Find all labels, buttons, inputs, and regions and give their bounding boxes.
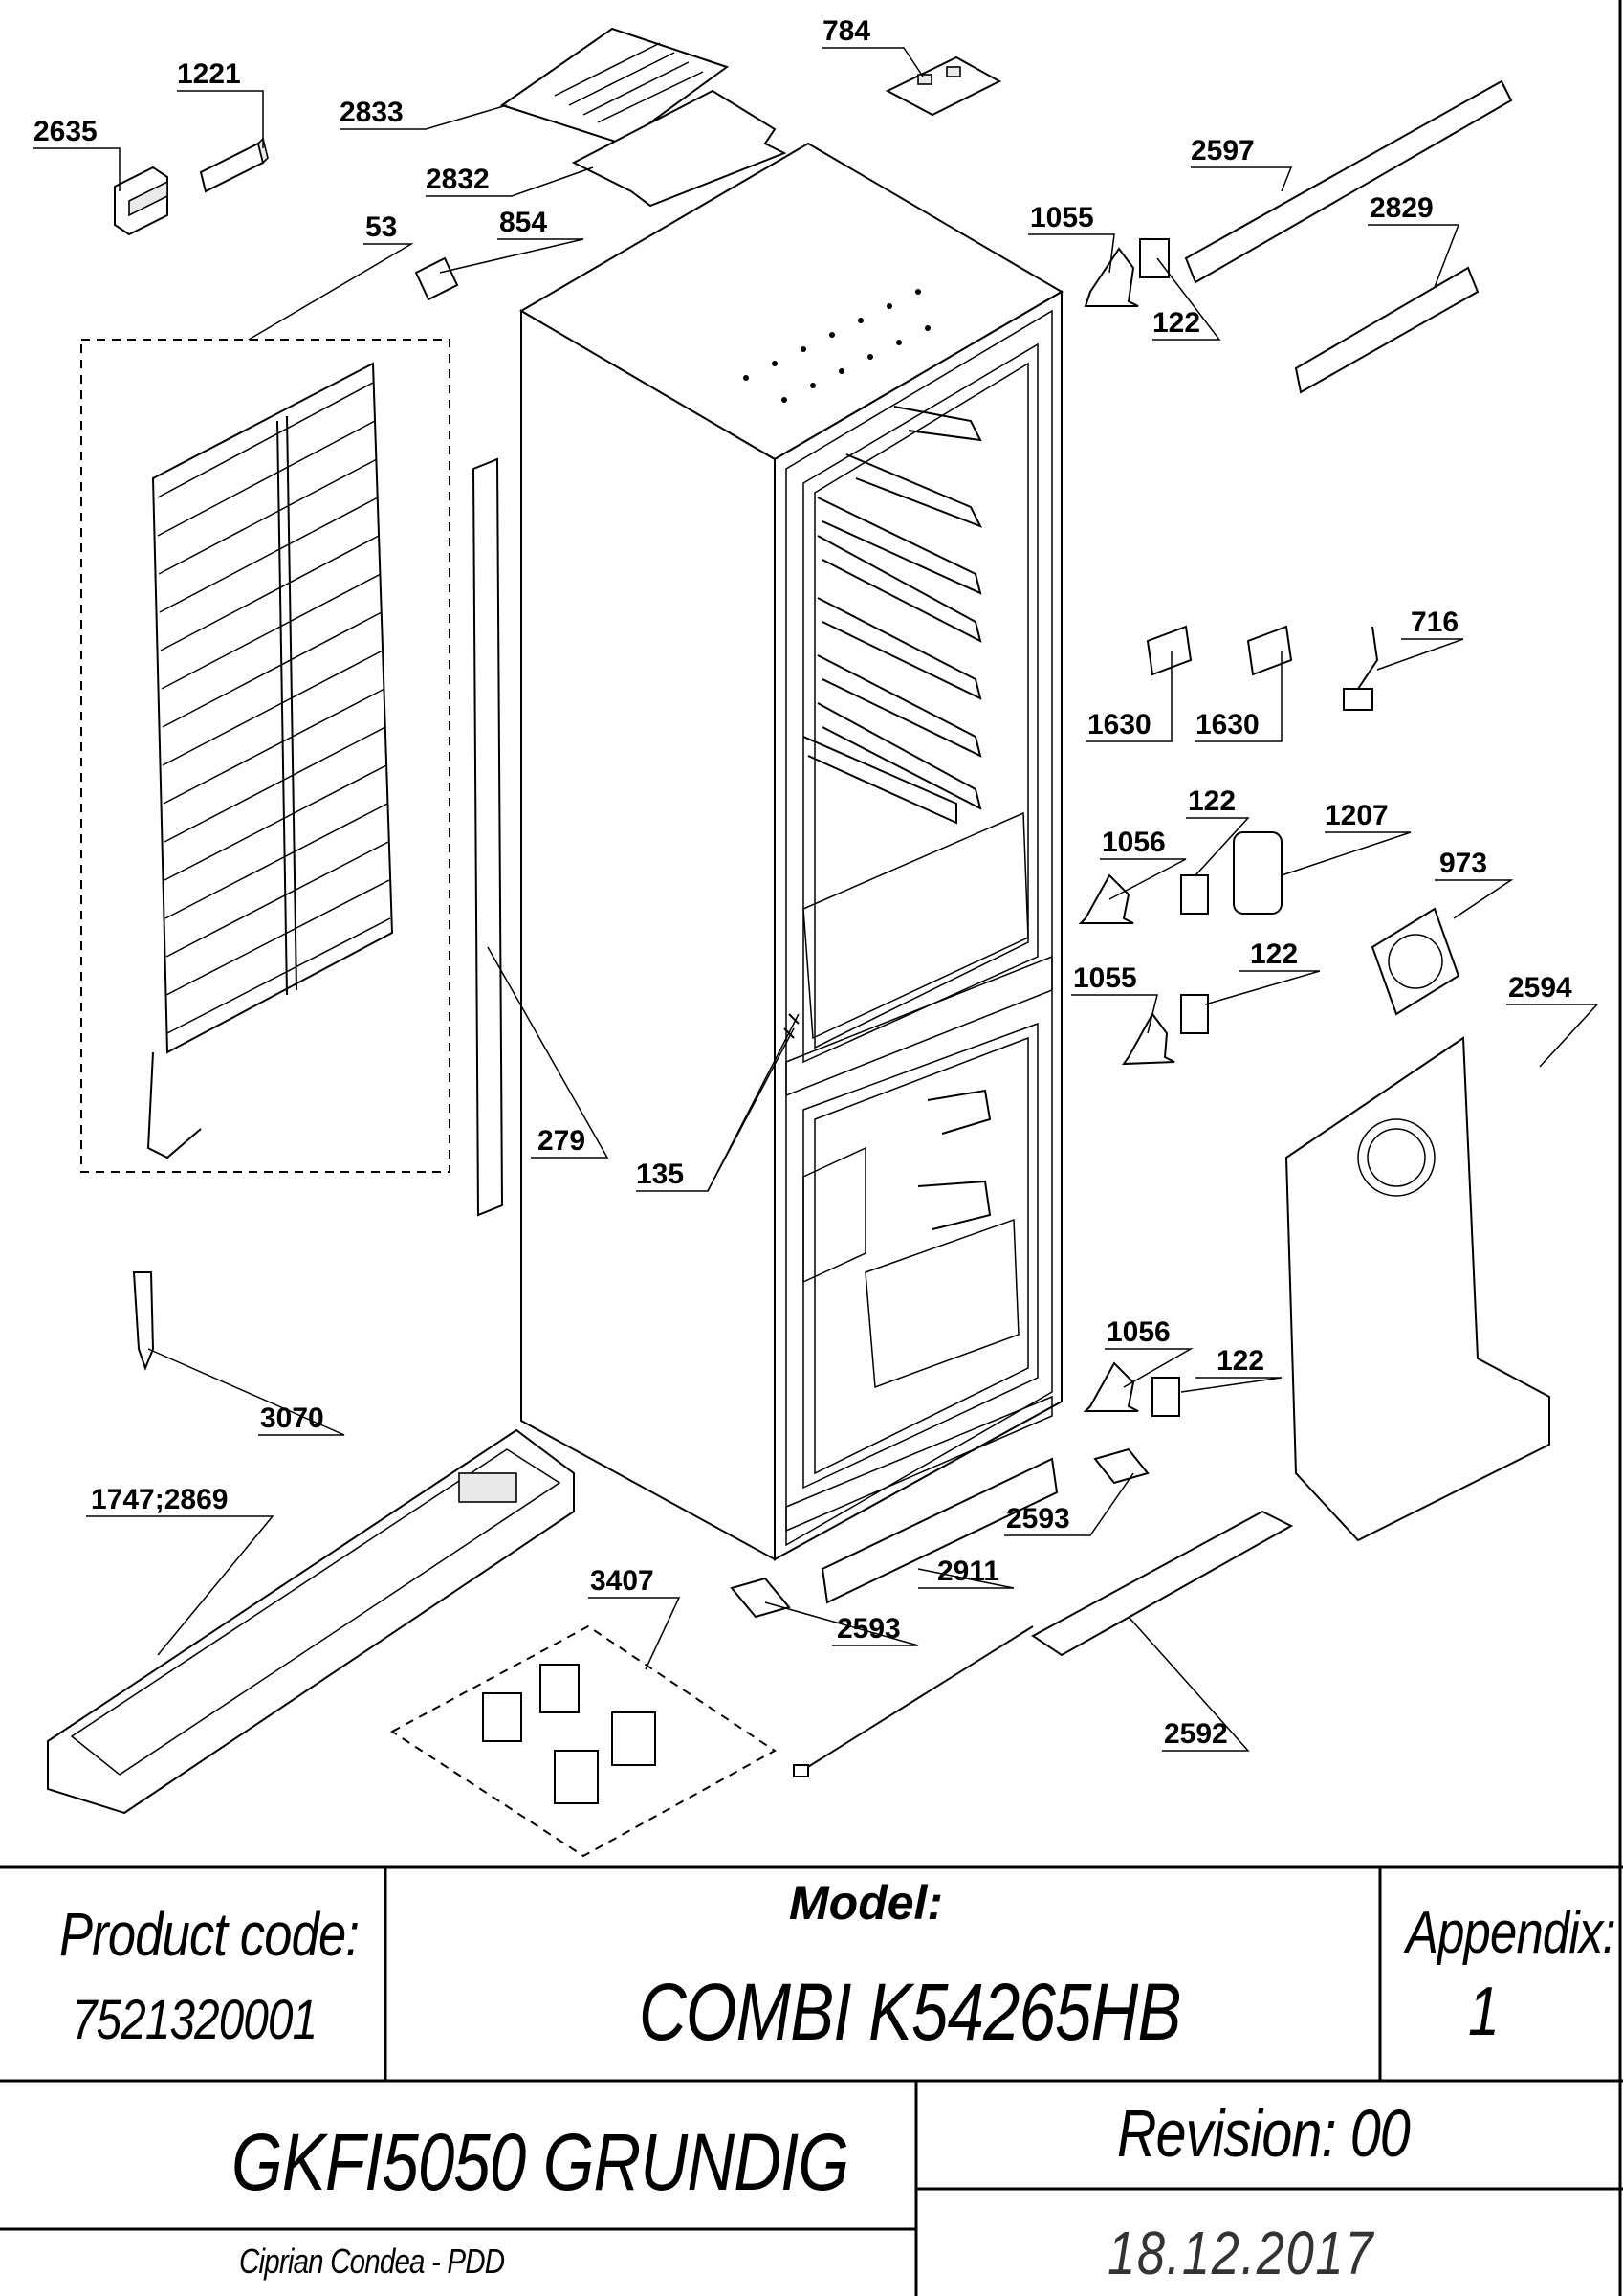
part-2592-heater bbox=[793, 1510, 1294, 1777]
callout-2832: 2832 bbox=[426, 164, 490, 195]
callout-122-bottom: 122 bbox=[1217, 1345, 1264, 1377]
appendix-value: 1 bbox=[1468, 1974, 1500, 2050]
part-2911-grille bbox=[821, 1457, 1059, 1604]
callout-1630-b: 1630 bbox=[1195, 709, 1260, 740]
part-2832-insulation-plate bbox=[571, 89, 787, 208]
model-label: Model: bbox=[789, 1876, 944, 1930]
callout-2829: 2829 bbox=[1370, 192, 1434, 224]
part-1630-module-a bbox=[1146, 625, 1193, 676]
part-3070-filter-drier bbox=[132, 1271, 155, 1371]
callout-3070: 3070 bbox=[260, 1402, 324, 1434]
callout-2635: 2635 bbox=[33, 116, 98, 147]
revision-date: 18.12.2017 bbox=[1108, 2219, 1375, 2287]
callout-2592: 2592 bbox=[1164, 1718, 1228, 1750]
part-784-control-board bbox=[885, 55, 1002, 117]
cabinet-top-holes bbox=[743, 289, 931, 403]
callout-2833: 2833 bbox=[340, 97, 404, 128]
product-code-value: 7521320001 bbox=[72, 1989, 318, 2051]
part-122-cover-middle-b bbox=[1180, 994, 1209, 1034]
leader-lines bbox=[33, 47, 1599, 1752]
callout-1056-bottom: 1056 bbox=[1107, 1316, 1171, 1348]
part-3407-feet-set bbox=[390, 1624, 777, 1858]
callout-122-middle-b: 122 bbox=[1250, 938, 1298, 970]
callout-135: 135 bbox=[636, 1159, 684, 1190]
callout-2593-right: 2593 bbox=[1006, 1503, 1070, 1534]
part-1056-hinge-middle bbox=[1078, 873, 1134, 924]
part-122-cover-middle-a bbox=[1180, 874, 1209, 915]
part-279-strip bbox=[472, 457, 504, 1217]
callout-1630-a: 1630 bbox=[1087, 709, 1151, 740]
callout-122-middle-a: 122 bbox=[1188, 785, 1236, 817]
exploded-parts-diagram: 784 1221 2833 2635 2832 53 854 2597 1055… bbox=[33, 15, 1599, 1858]
part-2593-support-left bbox=[730, 1577, 791, 1619]
revision: Revision: 00 bbox=[1117, 2096, 1411, 2171]
callout-1221: 1221 bbox=[177, 58, 241, 90]
part-2833-cover-plate bbox=[499, 27, 730, 145]
part-2635-bracket bbox=[114, 166, 168, 236]
appendix-label: Appendix: bbox=[1406, 1900, 1616, 1966]
part-973-fan bbox=[1371, 907, 1460, 1016]
part-1221-block bbox=[199, 137, 269, 193]
part-1747-2869-base-tray bbox=[47, 1428, 575, 1815]
callout-854: 854 bbox=[499, 207, 547, 238]
part-1207-lamp bbox=[1233, 831, 1283, 915]
callout-1056-middle: 1056 bbox=[1102, 827, 1166, 858]
callout-2593-left: 2593 bbox=[837, 1613, 901, 1645]
part-1630-module-b bbox=[1246, 625, 1293, 676]
callout-1207: 1207 bbox=[1325, 800, 1389, 831]
callout-716: 716 bbox=[1411, 607, 1459, 638]
model-value: COMBI K54265HB bbox=[639, 1967, 1181, 2057]
callout-973: 973 bbox=[1439, 848, 1487, 879]
callout-1055-upper: 1055 bbox=[1030, 202, 1094, 233]
author: Ciprian Condea - PDD bbox=[239, 2241, 505, 2281]
part-1055-hinge-upper bbox=[1084, 247, 1139, 307]
callout-2911: 2911 bbox=[937, 1556, 999, 1587]
part-1056-hinge-bottom bbox=[1083, 1361, 1139, 1412]
cabinet-shelves bbox=[802, 406, 1029, 1040]
callout-3407: 3407 bbox=[590, 1565, 654, 1597]
part-716-cable bbox=[1343, 626, 1379, 711]
product-code-label: Product code: bbox=[59, 1900, 360, 1969]
callout-2597: 2597 bbox=[1191, 135, 1255, 166]
callout-784: 784 bbox=[822, 15, 870, 47]
callout-2594: 2594 bbox=[1508, 972, 1572, 1004]
callout-labels: 784 1221 2833 2635 2832 53 854 2597 1055… bbox=[33, 15, 1572, 1750]
part-122-cover-bottom bbox=[1151, 1377, 1180, 1417]
callout-1747-2869: 1747;2869 bbox=[91, 1484, 228, 1515]
part-2597-profile bbox=[1184, 79, 1513, 284]
part-2593-support-right bbox=[1093, 1447, 1150, 1485]
callout-279: 279 bbox=[537, 1125, 585, 1157]
callout-53: 53 bbox=[365, 211, 397, 243]
part-2594-back-panel bbox=[1284, 1036, 1550, 1542]
product-name: GKFI5050 GRUNDIG bbox=[231, 2117, 849, 2207]
part-122-cover-upper bbox=[1139, 238, 1170, 278]
cabinet bbox=[519, 142, 1064, 1561]
part-854-plug bbox=[414, 256, 459, 301]
callout-122-upper: 122 bbox=[1152, 307, 1200, 339]
part-1055-hinge-lower bbox=[1122, 1012, 1175, 1066]
part-53-condenser bbox=[80, 339, 450, 1173]
part-2829-display bbox=[1294, 266, 1480, 394]
callout-1055-lower: 1055 bbox=[1073, 962, 1137, 994]
